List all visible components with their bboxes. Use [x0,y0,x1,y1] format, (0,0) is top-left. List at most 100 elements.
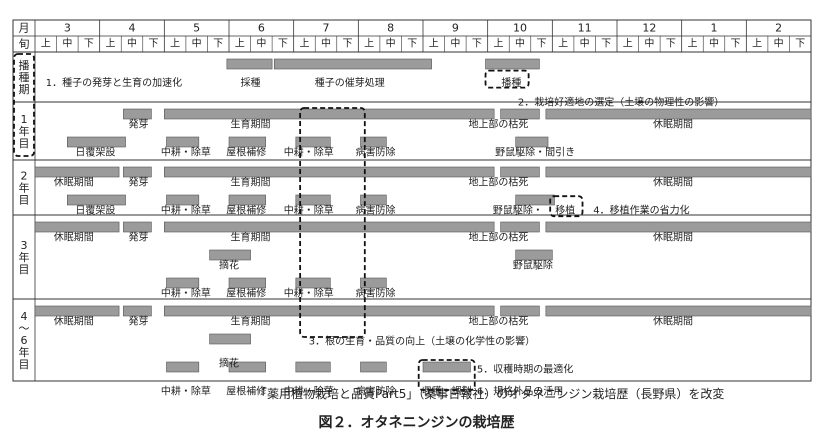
task-label: 採種 [241,76,261,89]
task-label: 5．収穫時期の最適化 [477,362,573,375]
task-bar [34,166,120,178]
subperiod-label: 中 [515,37,525,50]
subperiod-label: 上 [752,38,762,50]
subperiod-label: 上 [493,38,503,50]
task-bar [360,277,387,289]
month-label: 11 [578,22,592,35]
task-bar [228,361,266,373]
task-bar [422,361,471,373]
task-bar [500,221,540,233]
task-label: 病害防除 [356,287,396,300]
task-label: 発芽 [128,118,148,131]
task-bar [123,305,152,317]
task-label: 中耕・除草 [284,287,334,300]
subperiod-label: 下 [149,39,159,50]
subperiod-label: 上 [364,38,374,50]
task-label: 日覆架設 [75,146,115,159]
task-bars [34,58,812,373]
task-label: 中耕・除草 [161,385,211,398]
task-bar [164,166,495,178]
period-header-label: 旬 [19,38,30,51]
task-label: 休眠期間 [54,316,94,328]
task-label: 休眠期間 [653,119,693,131]
subperiod-label: 下 [795,39,805,50]
task-labels: 1．種子の発芽と生育の加速化採種種子の催芽処理播種2．栽培好適地の選定（土壌の物… [46,76,724,398]
figure-title: 図２．オタネニンジンの栽培歴 [318,415,515,431]
task-label: 3．根の生育・品質の向上（土壌の化学性の影響） [309,334,535,347]
task-bar [166,277,200,289]
task-bar [545,166,812,178]
subperiod-label: 中 [709,37,719,50]
calendar-grid: 月旬3上中下4上中下5上中下6上中下7上中下8上中下9上中下10上中下11上中下… [12,19,812,382]
task-label: 発芽 [128,176,148,189]
task-label: 中耕・除草 [284,146,334,159]
subperiod-label: 下 [537,39,547,50]
subperiod-label: 中 [774,37,784,50]
subperiod-label: 中 [644,37,654,50]
subperiod-label: 上 [235,38,245,50]
subperiod-label: 下 [213,39,223,50]
task-label: 生育期間 [231,118,271,131]
task-label: 種子の催芽処理 [315,76,385,89]
task-bar [295,361,331,373]
task-label: 休眠期間 [653,232,693,244]
task-label: 中耕・除草 [161,204,211,217]
task-bar [295,136,331,148]
task-label: 2．栽培好適地の選定（土壌の物理性の影響） [518,96,724,109]
month-label: 3 [64,22,71,35]
task-label: 野鼠駆除・間引き [495,146,575,159]
subperiod-label: 中 [62,37,72,50]
task-label: 屋根補修 [226,204,266,217]
task-bar [515,194,555,206]
task-bar [273,58,432,70]
subperiod-label: 下 [343,39,353,50]
task-bar [34,305,120,317]
task-label: 6．規格外品の活用 [477,385,563,398]
task-label: 地上部の枯死 [468,118,528,131]
task-bar [166,361,200,373]
task-bar [209,333,251,345]
task-label: 発芽 [128,315,148,328]
month-label: 1 [711,22,718,35]
source-note: 「薬用植物栽培と品質Part5」（薬事日報社）のオタネニンジン栽培歴（長野県）を… [255,387,725,401]
task-label: 摘花 [219,357,239,370]
task-bar [228,277,266,289]
subperiod-label: 上 [105,38,115,50]
task-bar [545,221,812,233]
task-label: 屋根補修 [226,385,266,398]
task-bar [226,58,273,70]
task-bar [228,194,266,206]
subperiod-label: 上 [558,38,568,50]
task-bar [34,221,120,233]
subperiod-label: 上 [687,38,697,50]
subperiod-label: 下 [472,39,482,50]
task-bar [500,108,540,120]
subperiod-label: 中 [256,37,266,50]
task-label: 地上部の枯死 [468,176,528,189]
harvest-highlight [417,359,476,391]
task-label: 野鼠駆除 [513,259,553,272]
task-label: 休眠期間 [653,177,693,189]
task-label: 移植 [555,204,575,217]
task-bar [164,108,495,120]
task-label: 病害防除 [356,146,396,159]
subperiod-label: 下 [84,39,94,50]
task-label: 播種 [501,76,521,89]
task-label: 中耕・除草 [284,385,334,398]
task-label: 生育期間 [231,176,271,189]
subperiod-label: 下 [601,39,611,50]
task-bar [209,249,251,261]
month-label: 8 [387,22,394,35]
task-bar [545,108,812,120]
task-label: 休眠期間 [54,177,94,189]
task-bar [500,166,540,178]
task-bar [485,58,540,70]
month-header-label: 月 [19,22,30,35]
task-label: 摘花 [219,259,239,272]
task-bar [123,108,152,120]
